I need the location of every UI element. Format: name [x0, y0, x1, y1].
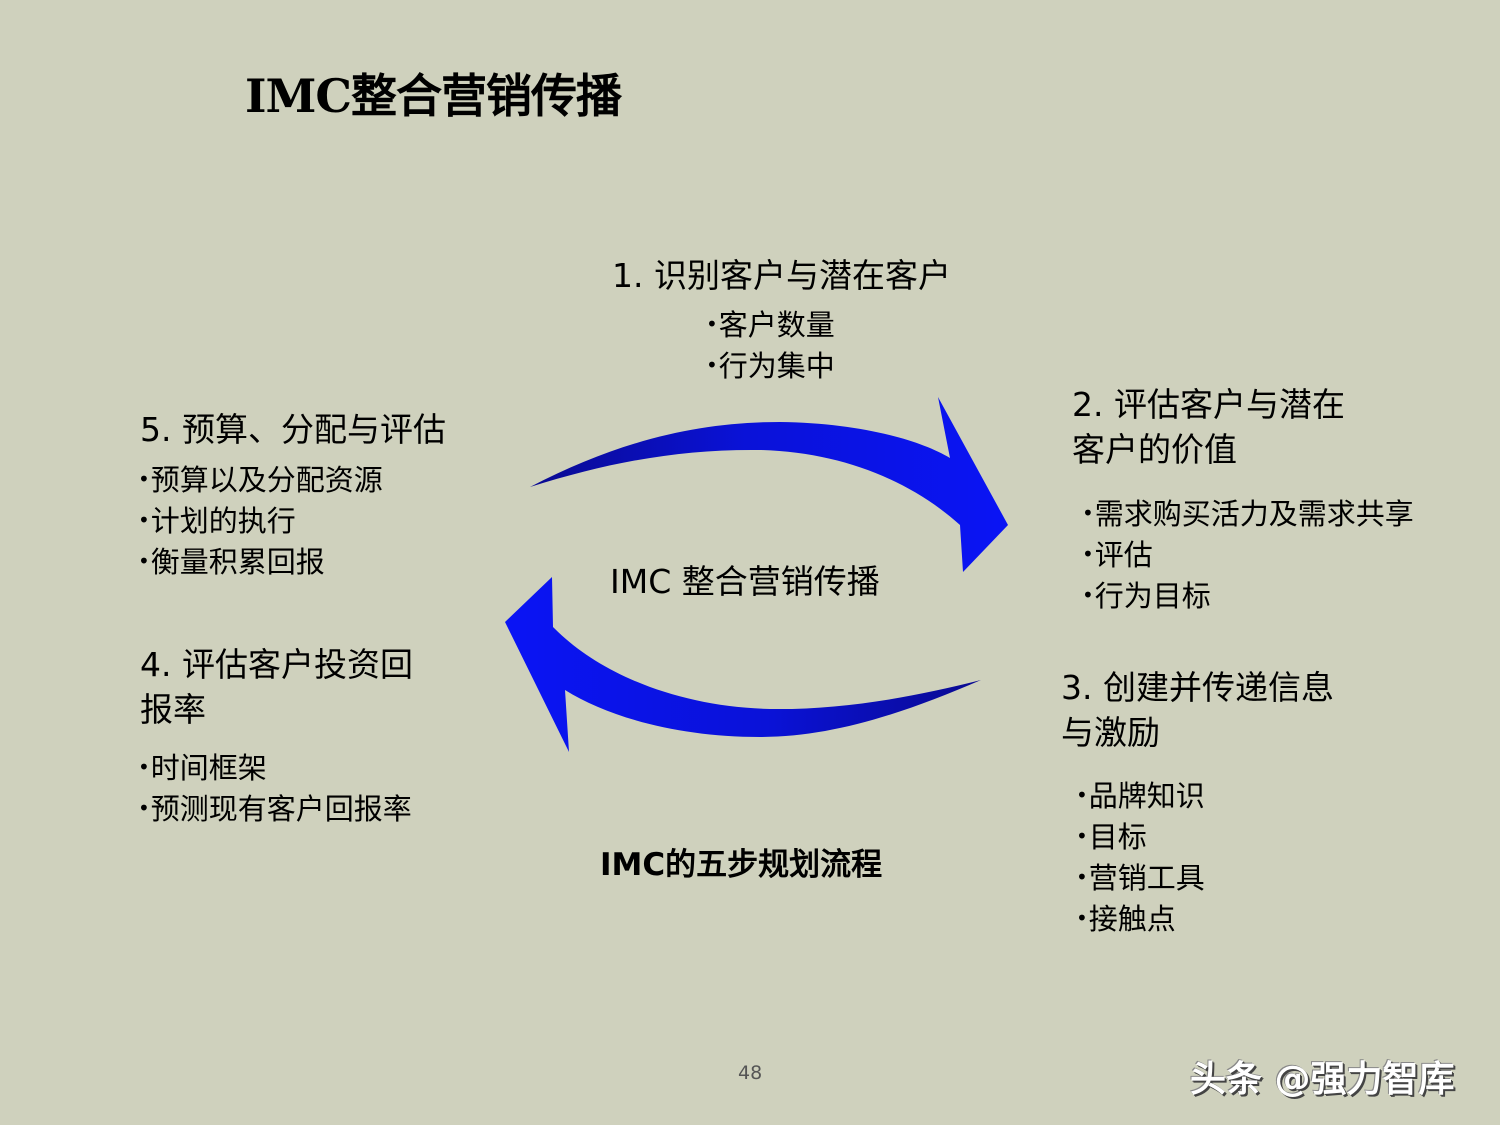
step-3-heading-line: 与激励	[1061, 713, 1160, 752]
diagram-caption: IMC的五步规划流程	[600, 847, 883, 883]
step-4-bullets: 时间框架 预测现有客户回报率	[138, 747, 412, 829]
step-1-bullets: 客户数量 行为集中	[706, 304, 835, 386]
slide-title: IMC整合营销传播	[245, 69, 622, 123]
clockwise-bottom-arrow-icon	[505, 577, 981, 752]
step-2-bullet: 需求购买活力及需求共享	[1082, 493, 1414, 534]
step-2: 2. 评估客户与潜在 客户的价值	[1072, 382, 1345, 472]
step-5: 5. 预算、分配与评估	[140, 407, 446, 452]
step-3-bullet: 营销工具	[1076, 857, 1205, 898]
step-1-bullet: 行为集中	[706, 345, 835, 386]
step-2-heading-line: 客户的价值	[1072, 430, 1237, 469]
step-4-heading-line: 4. 评估客户投资回	[140, 645, 413, 684]
step-3-heading-line: 3. 创建并传递信息	[1061, 668, 1334, 707]
step-1-bullet: 客户数量	[706, 304, 835, 345]
step-5-bullet: 预算以及分配资源	[138, 459, 383, 500]
step-5-heading: 5. 预算、分配与评估	[140, 410, 446, 449]
step-2-bullet: 评估	[1082, 534, 1414, 575]
step-2-bullet: 行为目标	[1082, 575, 1414, 616]
step-2-bullets: 需求购买活力及需求共享 评估 行为目标	[1082, 493, 1414, 616]
step-5-bullet: 衡量积累回报	[138, 541, 383, 582]
step-4-bullet: 预测现有客户回报率	[138, 788, 412, 829]
clockwise-top-arrow-icon	[530, 397, 1008, 572]
step-1: 1. 识别客户与潜在客户	[612, 253, 951, 298]
step-5-bullet: 计划的执行	[138, 500, 383, 541]
step-4-heading-line: 报率	[140, 690, 206, 729]
step-3-bullet: 接触点	[1076, 898, 1205, 939]
step-4-bullet: 时间框架	[138, 747, 412, 788]
step-2-heading-line: 2. 评估客户与潜在	[1072, 385, 1345, 424]
watermark: 头条 @强力智库	[1190, 1059, 1455, 1100]
page-number: 48	[738, 1062, 763, 1084]
step-3-bullet: 目标	[1076, 816, 1205, 857]
center-label: IMC 整合营销传播	[610, 562, 880, 601]
step-5-bullets: 预算以及分配资源 计划的执行 衡量积累回报	[138, 459, 383, 582]
step-1-heading: 1. 识别客户与潜在客户	[612, 256, 951, 295]
step-3: 3. 创建并传递信息 与激励	[1061, 665, 1334, 755]
step-4: 4. 评估客户投资回 报率	[140, 642, 413, 732]
step-3-bullet: 品牌知识	[1076, 775, 1205, 816]
step-3-bullets: 品牌知识 目标 营销工具 接触点	[1076, 775, 1205, 939]
